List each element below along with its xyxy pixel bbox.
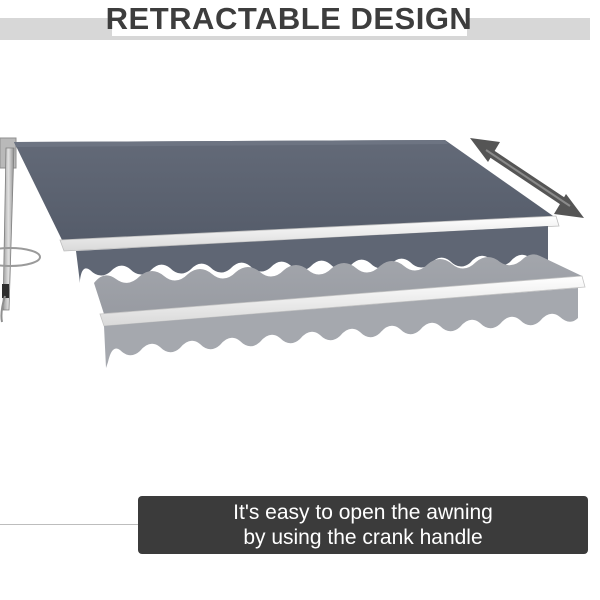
title-background — [112, 0, 467, 36]
awning-canopy-retracting — [94, 254, 582, 314]
double-headed-arrow-icon — [470, 138, 584, 218]
front-bar-retracting — [99, 275, 586, 327]
valance-retracting — [104, 288, 578, 368]
crank-pole — [0, 137, 41, 323]
caption-box: It's easy to open the awning by using th… — [138, 496, 588, 554]
front-bar-extended — [59, 215, 560, 252]
awning-canopy-extended — [14, 140, 556, 240]
divider-line — [0, 524, 138, 525]
valance-extended — [76, 226, 548, 283]
caption-line-2: by using the crank handle — [243, 526, 483, 549]
caption-line-1: It's easy to open the awning — [233, 501, 493, 524]
page-title: RETRACTABLE DESIGN — [105, 1, 473, 36]
